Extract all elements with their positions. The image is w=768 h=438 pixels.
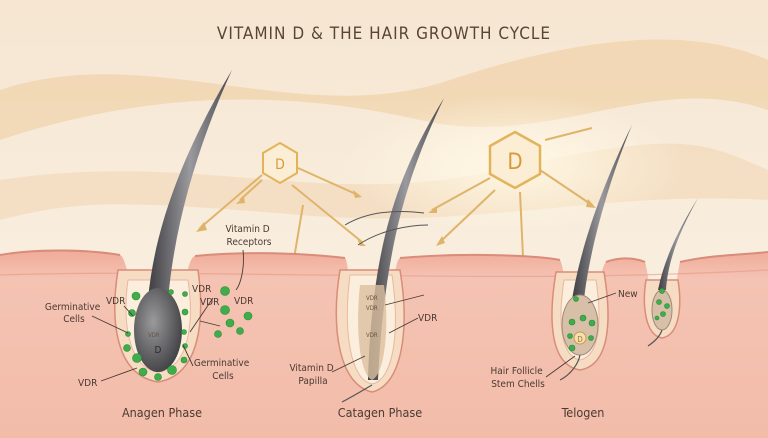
label-vdr: VDR — [200, 297, 219, 308]
phase-label-catagen: Catagen Phase — [338, 405, 422, 420]
label-new: New — [618, 289, 638, 300]
label-vdr: VDR — [78, 378, 97, 389]
label-vdr: VDR — [192, 284, 211, 295]
label-stem-cells: Hair Follicle Stem Chells — [491, 366, 546, 390]
svg-text:D: D — [275, 157, 285, 173]
diagram-title: VITAMIN D & THE HAIR GROWTH CYCLE — [217, 24, 551, 44]
svg-text:VDR: VDR — [366, 332, 378, 339]
catagen-hair: VDR VDR VDR — [341, 98, 444, 403]
anagen-hair: D VDR — [134, 70, 232, 372]
leader-lines — [91, 249, 617, 382]
label-germinative-cells-right: Germinative Cells — [194, 358, 252, 382]
svg-text:D: D — [577, 335, 583, 344]
svg-text:VDR: VDR — [148, 332, 160, 339]
vitamin-d-hexagon-small: D — [262, 141, 298, 185]
label-vdr: VDR — [234, 296, 253, 307]
label-vdr: VDR — [106, 296, 125, 307]
label-germinative-cells-left: Germinative Cells — [45, 302, 103, 325]
label-vitamin-d-papilla: Vitamin D Papilla — [289, 363, 336, 387]
vitamin-d-hexagon-large: D — [488, 130, 542, 190]
svg-text:VDR: VDR — [366, 295, 378, 302]
skin-surface — [0, 249, 768, 263]
svg-text:VDR: VDR — [366, 305, 378, 312]
arrow-heads — [196, 190, 596, 306]
label-vdr: VDR — [418, 313, 437, 324]
svg-text:D: D — [507, 150, 522, 175]
phase-label-anagen: Anagen Phase — [122, 405, 202, 420]
telogen-hair: D — [559, 125, 632, 381]
vitamin-d-receptors — [123, 286, 670, 381]
phase-label-telogen: Telogen — [561, 405, 605, 420]
label-vitamin-d-receptors: Vitamin D Receptors — [225, 224, 272, 248]
svg-text:D: D — [155, 345, 162, 356]
